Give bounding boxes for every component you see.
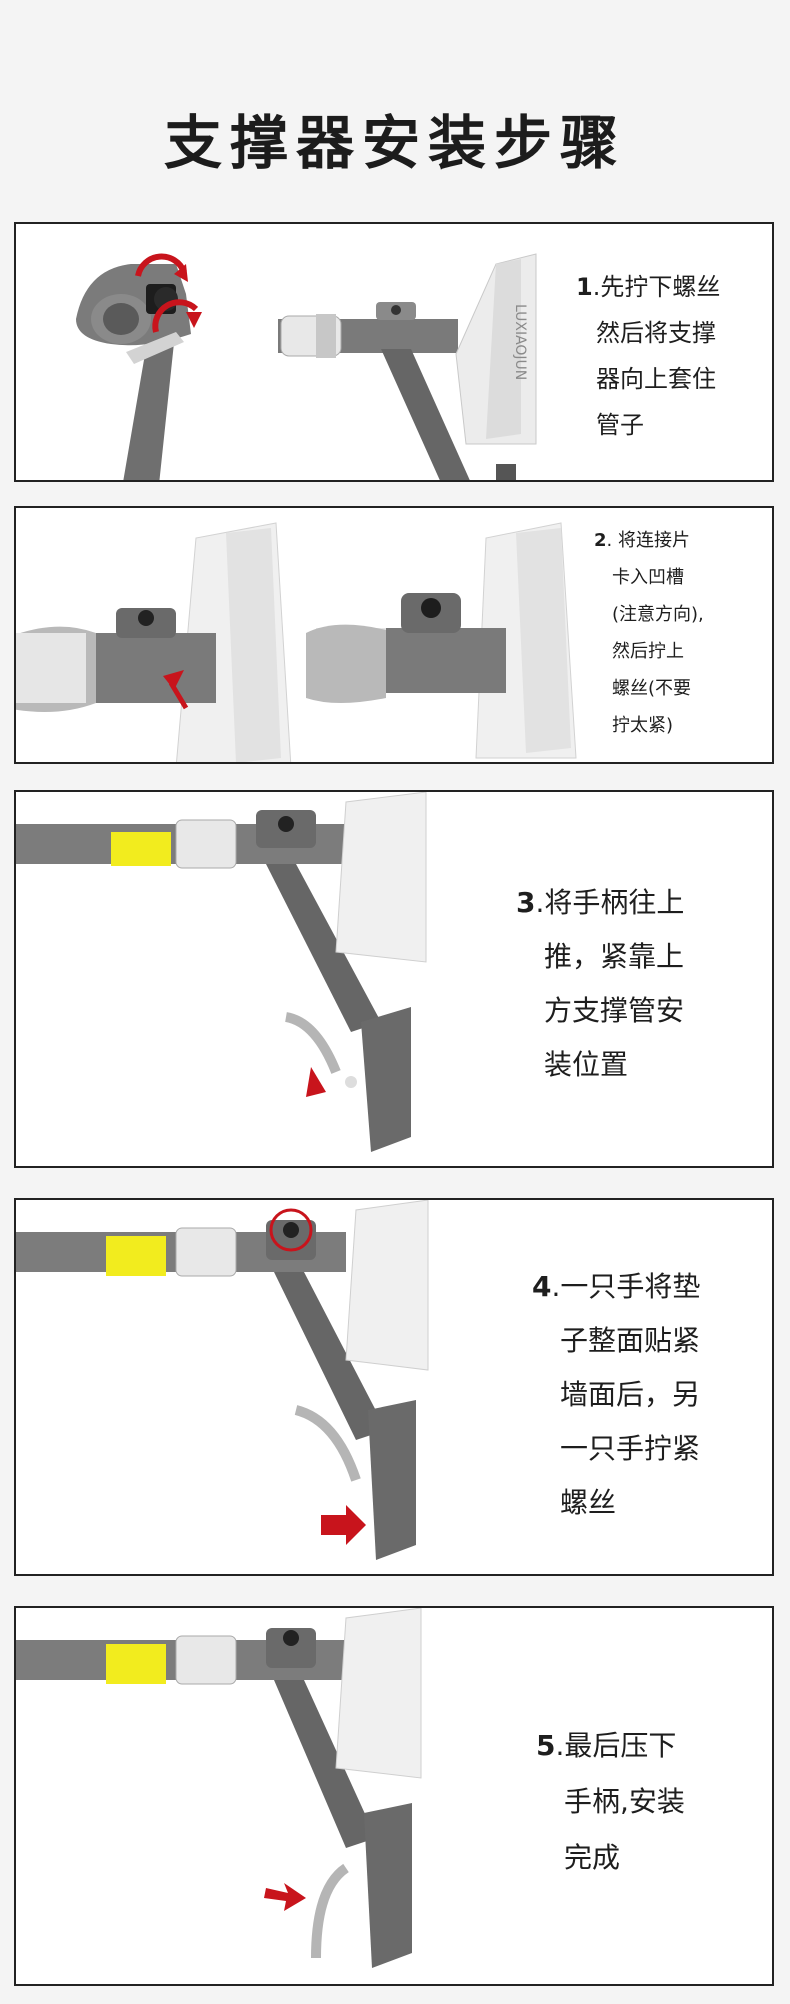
step-line: .一只手将垫 <box>551 1270 701 1303</box>
step-1-text: 1.先拧下螺丝 然后将支撑 器向上套住 管子 <box>576 264 720 448</box>
step-3-text: 3.将手柄往上 推，紧靠上 方支撑管安 装位置 <box>516 876 684 1092</box>
step-number: 3 <box>516 886 536 919</box>
step-number: 5 <box>536 1729 556 1762</box>
step-5-illustration <box>16 1608 422 1968</box>
step-line: 装位置 <box>544 1048 629 1081</box>
step-line: . 将连接片 <box>606 530 690 551</box>
step-4-text: 4.一只手将垫 子整面贴紧 墙面后，另 一只手拧紧 螺丝 <box>532 1260 700 1530</box>
step-1-illustration: LUXIAOJUN <box>76 253 537 480</box>
step-line: 推，紧靠上 <box>544 940 685 973</box>
step-line: 然后将支撑 <box>596 319 716 347</box>
step-line: 方支撑管安 <box>544 994 685 1027</box>
step-line: 墙面后，另 <box>560 1378 701 1411</box>
step-line: 完成 <box>564 1841 621 1874</box>
step-line: 器向上套住 <box>596 365 716 393</box>
step-line: .将手柄往上 <box>535 886 685 919</box>
step-number: 4 <box>532 1270 552 1303</box>
step-line: 一只手拧紧 <box>560 1432 701 1465</box>
brand-mark: LUXIAOJUN <box>512 304 528 380</box>
step-line: .最后压下 <box>555 1729 677 1762</box>
step-2-text: 2. 将连接片 卡入凹槽 (注意方向), 然后拧上 螺丝(不要 拧太紧) <box>594 522 704 744</box>
step-line: 管子 <box>596 411 644 439</box>
step-5-text: 5.最后压下 手柄,安装 完成 <box>536 1718 685 1886</box>
step-number: 2 <box>594 530 607 551</box>
step-line: 螺丝(不要 <box>612 678 692 699</box>
step-line: 然后拧上 <box>612 641 684 662</box>
step-line: 手柄,安装 <box>564 1785 685 1818</box>
step-5-panel: 5.最后压下 手柄,安装 完成 <box>14 1606 774 1986</box>
step-number: 1 <box>576 273 593 301</box>
step-line: 卡入凹槽 <box>612 567 684 588</box>
step-3-illustration <box>16 792 427 1152</box>
step-4-illustration <box>16 1200 429 1560</box>
step-line: 子整面贴紧 <box>560 1324 701 1357</box>
step-line: (注意方向), <box>612 604 704 625</box>
step-line: .先拧下螺丝 <box>592 273 721 301</box>
step-1-panel: LUXIAOJUN 1.先拧下螺丝 然后将支撑 器向上套住 管子 <box>14 222 774 482</box>
step-line: 螺丝 <box>560 1486 617 1519</box>
step-3-panel: 3.将手柄往上 推，紧靠上 方支撑管安 装位置 <box>14 790 774 1168</box>
step-4-panel: 4.一只手将垫 子整面贴紧 墙面后，另 一只手拧紧 螺丝 <box>14 1198 774 1576</box>
step-2-panel: 2. 将连接片 卡入凹槽 (注意方向), 然后拧上 螺丝(不要 拧太紧) <box>14 506 774 764</box>
page-title: 支撑器安装步骤 <box>163 109 626 177</box>
step-line: 拧太紧) <box>612 715 674 736</box>
step-2-illustration <box>16 522 577 762</box>
